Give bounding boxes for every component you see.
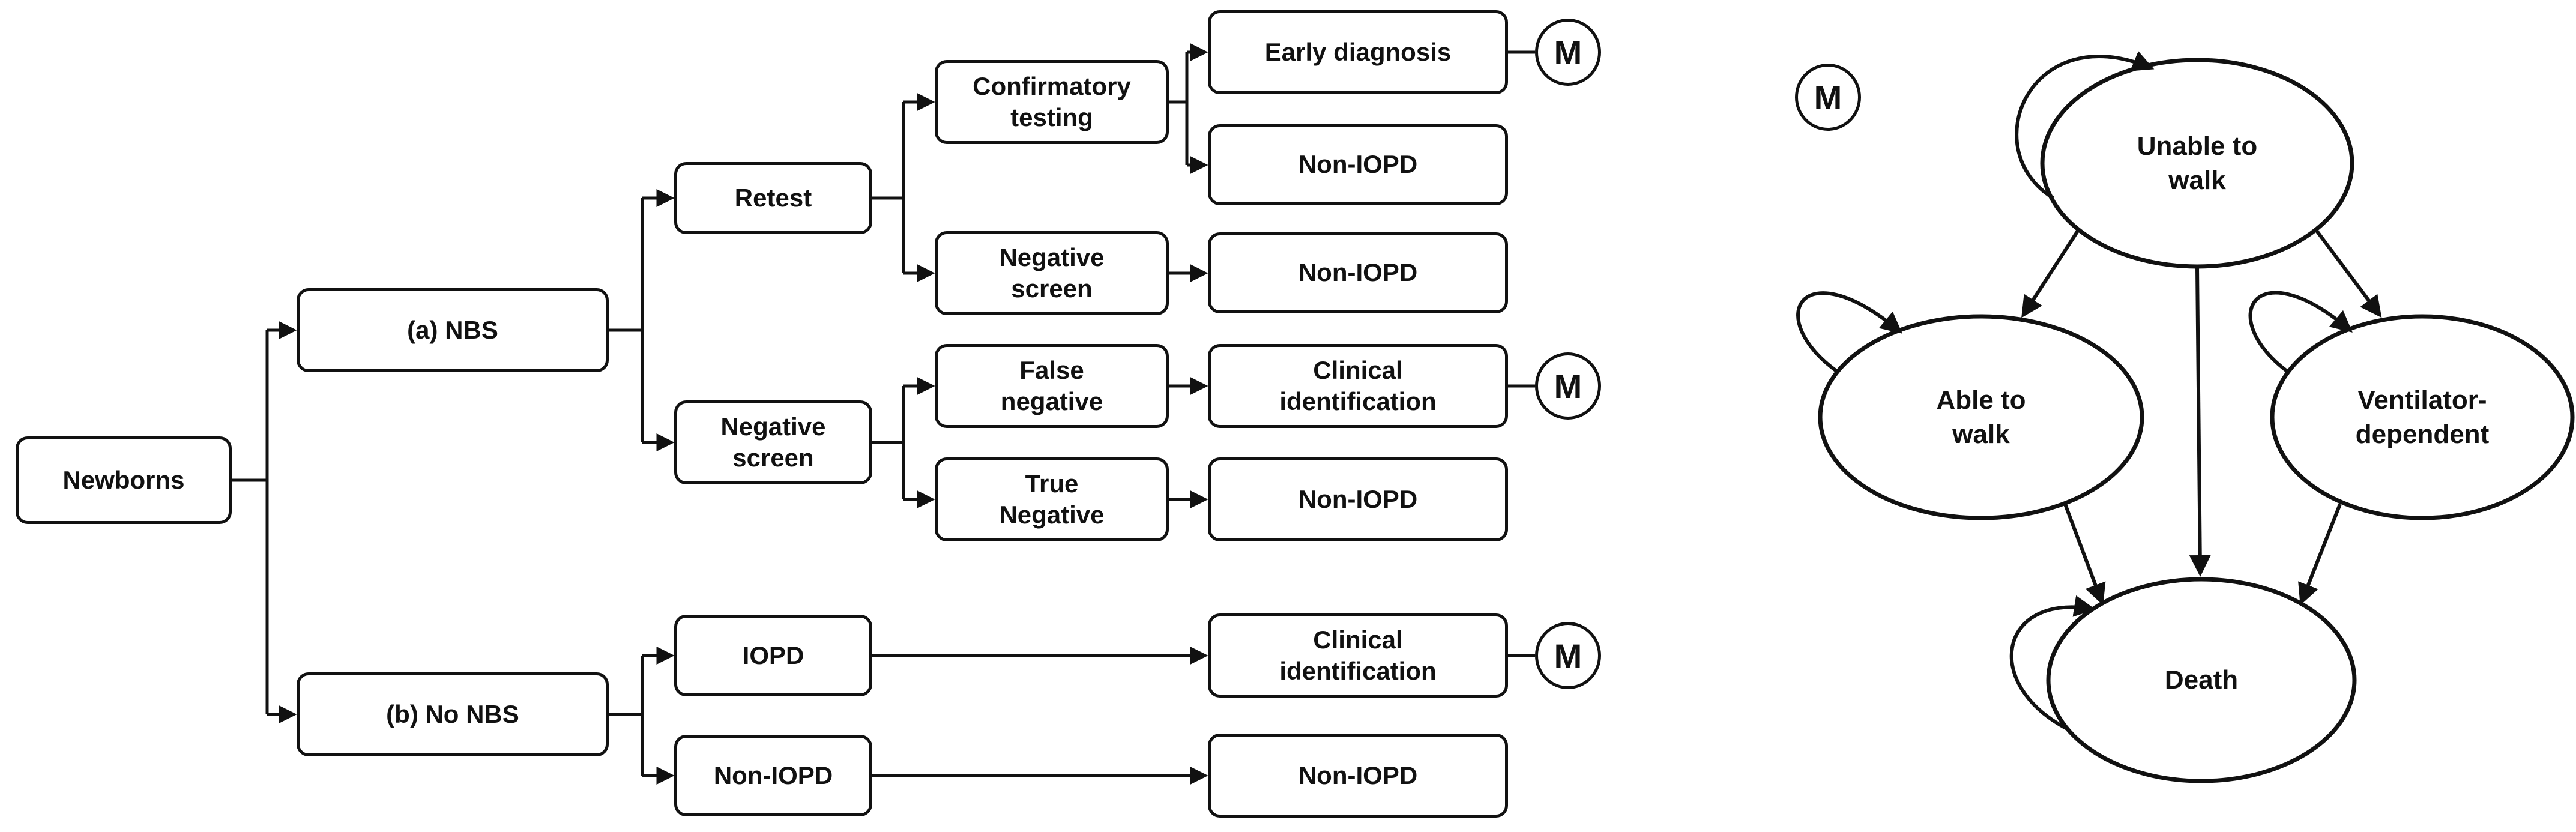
node-non-iopd-4: Non-IOPD	[674, 735, 872, 816]
node-early-diagnosis: Early diagnosis	[1208, 10, 1508, 94]
self-loop-ventilator-dependent	[2248, 291, 2353, 374]
node-true-negative: True Negative	[935, 457, 1169, 541]
transition-unable-ventilator	[2314, 229, 2382, 318]
node-confirmatory-testing: Confirmatory testing	[935, 60, 1169, 144]
node-iopd: IOPD	[674, 615, 872, 696]
node-non-iopd-1: Non-IOPD	[1208, 124, 1508, 205]
node-newborns: Newborns	[16, 436, 232, 524]
transition-unable-death	[2189, 267, 2211, 577]
node-non-iopd-5: Non-IOPD	[1208, 734, 1508, 818]
edge-no-nbs-branch	[609, 656, 644, 776]
node-clinical-identification-1: Clinical identification	[1208, 344, 1508, 428]
transition-able-death	[2063, 503, 2106, 606]
edge-confirmatory-branch	[1169, 52, 1189, 165]
self-loop-able-to-walk	[1796, 291, 1902, 374]
m-circle-markov-legend: M	[1795, 64, 1861, 131]
state-ellipse-unable-to-walk	[2040, 58, 2354, 269]
edge-nbs-branch	[609, 198, 644, 442]
node-nbs: (a) NBS	[297, 288, 609, 372]
transition-unable-able	[2021, 229, 2080, 318]
node-non-iopd-3: Non-IOPD	[1208, 457, 1508, 541]
state-ellipse-able-to-walk	[1818, 314, 2144, 520]
edge-retest-branch	[872, 102, 905, 273]
m-circle-clinical-1: M	[1535, 352, 1601, 420]
self-loop-unable-to-walk	[2015, 51, 2155, 200]
edge-negative-screen-branch	[872, 386, 905, 499]
node-non-iopd-2: Non-IOPD	[1208, 232, 1508, 313]
node-retest: Retest	[674, 162, 872, 234]
edge-newborns-branch	[232, 330, 269, 714]
m-circle-clinical-2: M	[1535, 622, 1601, 689]
state-ellipse-ventilator-dependent	[2270, 314, 2575, 520]
node-negative-screen-upper: Negative screen	[935, 231, 1169, 315]
node-negative-screen-lower: Negative screen	[674, 400, 872, 484]
transition-ventilator-death	[2298, 503, 2342, 606]
self-loop-death	[2009, 595, 2096, 731]
node-no-nbs: (b) No NBS	[297, 672, 609, 756]
state-ellipse-death	[2046, 577, 2357, 783]
node-false-negative: False negative	[935, 344, 1169, 428]
m-circle-early-diagnosis: M	[1535, 19, 1601, 86]
node-clinical-identification-2: Clinical identification	[1208, 613, 1508, 698]
